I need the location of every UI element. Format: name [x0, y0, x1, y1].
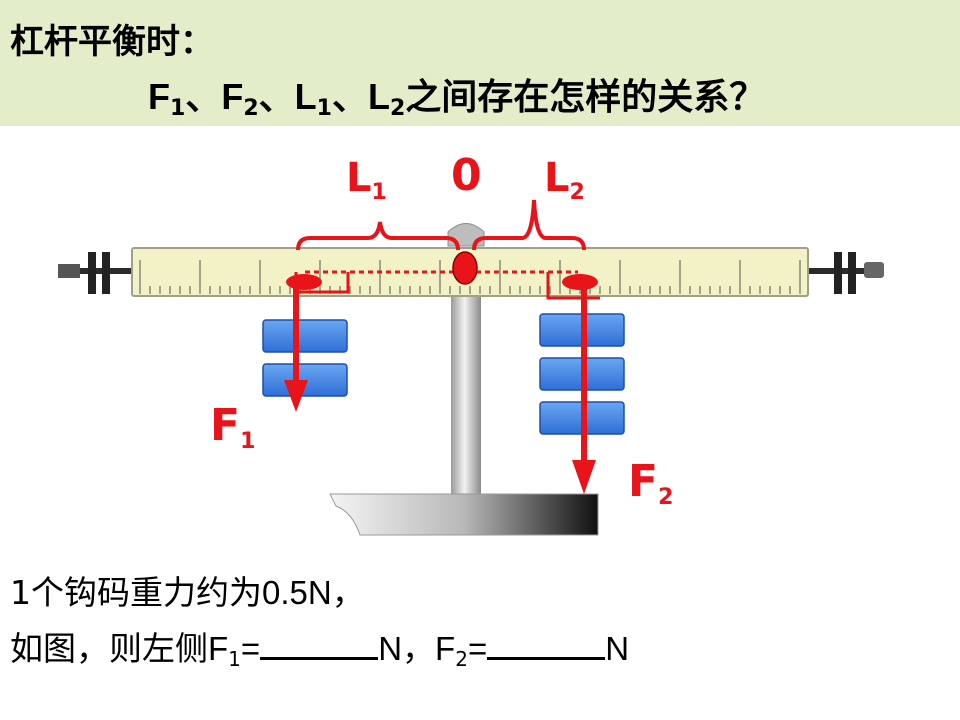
q-f2: F	[221, 76, 244, 117]
left-hook-point	[286, 274, 322, 290]
weight-info-text: 1个钩码重力约为	[10, 573, 262, 612]
title-banner: 杠杆平衡时： F1、F2、L1、L2之间存在怎样的关系？	[0, 0, 960, 126]
l2-brace	[472, 199, 586, 251]
q-f1-letter: F	[208, 630, 229, 667]
weight-info-line: 1个钩码重力约为0.5N，	[10, 566, 365, 614]
q-f2-sub: 2	[243, 96, 259, 121]
left-right-angle-mark	[294, 272, 350, 294]
f2-letter: F	[628, 456, 659, 507]
right-end-knob	[808, 252, 884, 294]
unit-2: N	[605, 630, 630, 667]
q-l1: L	[294, 76, 317, 117]
q-tail: 之间存在怎样的关系？	[405, 77, 766, 118]
question-line: 如图，则左侧F1=N，F2=N	[10, 622, 629, 670]
unit-1: N	[378, 630, 403, 667]
left-end-knob	[58, 252, 132, 294]
q-comma: ，	[402, 629, 436, 668]
q-f2-letter: F	[435, 630, 456, 667]
q-f1-subscript: 1	[228, 647, 241, 671]
pivot-point	[452, 251, 478, 285]
f1-sub: 1	[240, 429, 256, 454]
f1-answer-blank[interactable]	[260, 631, 379, 660]
f1-label: F1	[210, 404, 255, 453]
q-eq-1: =	[240, 630, 261, 667]
f1-letter: F	[210, 400, 241, 451]
q-sep-2: 、	[258, 77, 295, 118]
weight-info-comma: ，	[331, 573, 365, 612]
banner-line-1: 杠杆平衡时：	[10, 22, 214, 62]
f2-answer-blank[interactable]	[487, 631, 606, 660]
l1-label: L1	[346, 155, 387, 204]
question-prefix: 如图，则左侧	[10, 629, 208, 668]
l1-brace	[296, 221, 460, 251]
q-l1-sub: 1	[316, 96, 332, 121]
lever-stand	[329, 223, 599, 536]
l2-sub: 2	[569, 180, 585, 205]
f1-arrow	[284, 284, 308, 412]
f2-label: F2	[628, 460, 673, 509]
q-f1-sub: 1	[170, 96, 186, 121]
q-sep-1: 、	[185, 77, 222, 118]
q-l2: L	[367, 76, 390, 117]
l1-sub: 1	[371, 180, 387, 205]
weight-block	[262, 319, 348, 353]
q-l2-sub: 2	[389, 96, 406, 121]
q-f2-subscript: 2	[455, 647, 468, 671]
q-f1: F	[148, 76, 170, 117]
l1-letter: L	[346, 155, 372, 201]
right-hook-point	[562, 274, 598, 290]
weight-value: 0.5N	[262, 574, 332, 611]
lever-diagram	[58, 199, 884, 536]
q-eq-2: =	[467, 630, 488, 667]
f2-arrow	[572, 286, 596, 494]
l2-letter: L	[544, 155, 570, 201]
l2-label: L2	[544, 155, 585, 204]
pivot-label: 0	[451, 150, 482, 201]
banner-question: F1、F2、L1、L2之间存在怎样的关系？	[148, 68, 765, 120]
q-sep-3: 、	[331, 77, 368, 118]
f2-sub: 2	[658, 485, 674, 510]
